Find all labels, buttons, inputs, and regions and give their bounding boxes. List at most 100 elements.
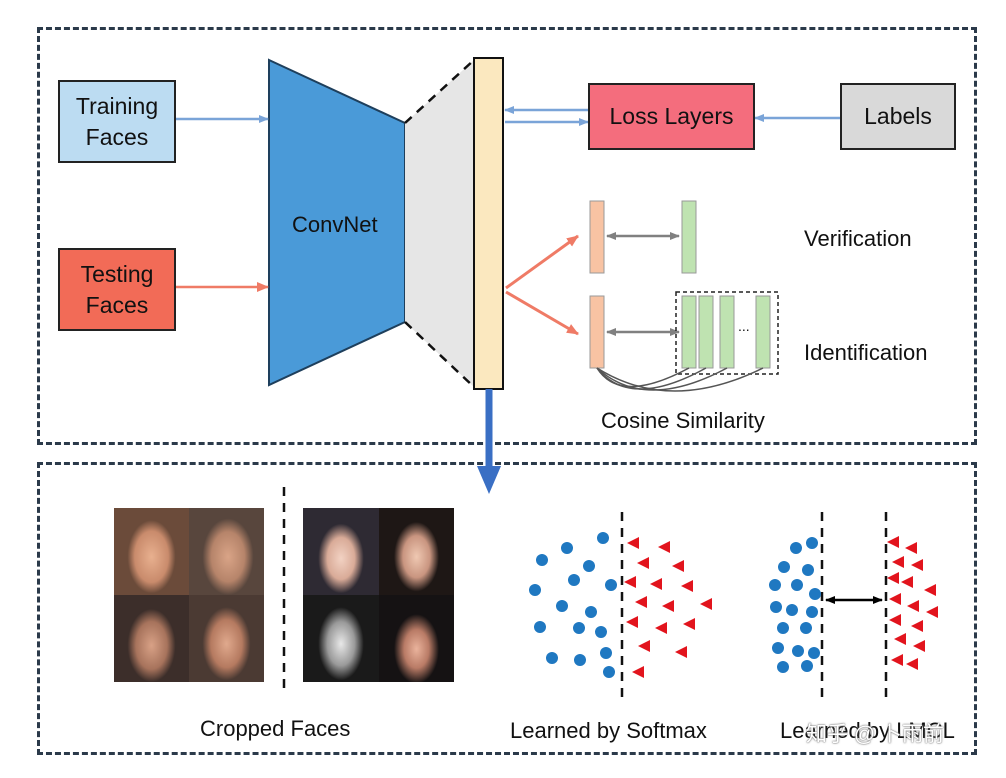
- feature-triangle: [913, 640, 925, 652]
- feature-dot: [583, 560, 595, 572]
- feature-dot: [777, 622, 789, 634]
- feature-triangle: [905, 542, 917, 554]
- cosine-curves: [596, 367, 764, 392]
- feature-dot: [808, 647, 820, 659]
- cropped-faces-label: Cropped Faces: [200, 716, 351, 741]
- feature-dot: [792, 645, 804, 657]
- feature-triangle: [906, 658, 918, 670]
- feature-dot: [769, 579, 781, 591]
- feature-dot: [806, 606, 818, 618]
- verification-gallery: [681, 200, 697, 274]
- loss-layers-label: Loss Layers: [609, 103, 734, 129]
- feature-triangle: [627, 537, 639, 549]
- testing-faces-label: Testing Faces: [80, 260, 154, 318]
- training-faces-label: Training Faces: [75, 92, 159, 150]
- feature-dot: [573, 622, 585, 634]
- feature-dot: [597, 532, 609, 544]
- feature-triangle: [632, 666, 644, 678]
- feature-dot: [809, 588, 821, 600]
- lmcl-label: Learned by LMCL: [780, 718, 955, 743]
- cosine-similarity-label: Cosine Similarity: [601, 408, 765, 433]
- training-faces-box: Training Faces: [58, 80, 176, 163]
- feature-dot: [585, 606, 597, 618]
- feature-triangle: [924, 584, 936, 596]
- gallery-ellipsis: ...: [738, 318, 750, 334]
- face-photo: [379, 595, 454, 682]
- lmcl-class-a: [769, 537, 821, 673]
- feature-dot: [568, 574, 580, 586]
- feature-dot: [778, 561, 790, 573]
- feature-triangle: [887, 536, 899, 548]
- bottom-panel: [37, 462, 977, 755]
- feature-triangle: [635, 596, 647, 608]
- softmax-class-a: [529, 532, 617, 678]
- testing-faces-box: Testing Faces: [58, 248, 176, 331]
- feature-dot: [772, 642, 784, 654]
- feature-dot: [777, 661, 789, 673]
- identification-arrow: [505, 290, 579, 336]
- verification-probe: [589, 200, 605, 274]
- verification-arrow: [505, 234, 579, 290]
- identification-probe: [589, 295, 605, 369]
- feature-dot: [802, 564, 814, 576]
- feature-dot: [600, 647, 612, 659]
- verification-label: Verification: [804, 226, 912, 251]
- face-photo: [114, 508, 189, 595]
- feature-dot: [529, 584, 541, 596]
- feature-dot: [801, 660, 813, 672]
- feature-dot: [790, 542, 802, 554]
- feature-triangle: [891, 654, 903, 666]
- feature-dot: [786, 604, 798, 616]
- feature-triangle: [655, 622, 667, 634]
- feature-triangle: [675, 646, 687, 658]
- feature-dot: [536, 554, 548, 566]
- feature-triangle: [907, 600, 919, 612]
- feature-triangle: [658, 541, 670, 553]
- expansion-shape: [405, 60, 474, 387]
- feature-triangle: [887, 572, 899, 584]
- face-photo: [189, 595, 264, 682]
- feature-dot: [534, 621, 546, 633]
- feature-dot: [556, 600, 568, 612]
- feature-triangle: [889, 593, 901, 605]
- feature-triangle: [700, 598, 712, 610]
- gallery-item: [719, 295, 735, 369]
- feature-triangle: [681, 580, 693, 592]
- feature-triangle: [911, 559, 923, 571]
- feature-triangle: [624, 576, 636, 588]
- lmcl-class-b: [887, 536, 938, 670]
- feature-triangle: [650, 578, 662, 590]
- feature-vector: [473, 57, 504, 390]
- face-photo: [303, 595, 379, 682]
- gallery-item: [755, 295, 771, 369]
- feature-dot: [605, 579, 617, 591]
- feature-dot: [806, 537, 818, 549]
- feature-dot: [603, 666, 615, 678]
- down-arrow: [477, 466, 501, 494]
- softmax-label: Learned by Softmax: [510, 718, 707, 743]
- feature-dot: [574, 654, 586, 666]
- face-photo: [303, 508, 379, 595]
- watermark: 知乎 @ 卜雨前: [806, 723, 944, 746]
- labels-label: Labels: [864, 103, 932, 129]
- feature-dot: [595, 626, 607, 638]
- feature-dot: [546, 652, 558, 664]
- face-photo: [114, 595, 189, 682]
- feature-triangle: [638, 640, 650, 652]
- feature-triangle: [892, 556, 904, 568]
- feature-triangle: [662, 600, 674, 612]
- feature-dot: [800, 622, 812, 634]
- feature-dot: [770, 601, 782, 613]
- gallery-group: [675, 291, 779, 375]
- feature-triangle: [911, 620, 923, 632]
- feature-triangle: [926, 606, 938, 618]
- feature-triangle: [889, 614, 901, 626]
- identification-label: Identification: [804, 340, 928, 365]
- feature-triangle: [894, 633, 906, 645]
- labels-box: Labels: [840, 83, 956, 150]
- feature-triangle: [683, 618, 695, 630]
- convnet-label: ConvNet: [292, 212, 378, 237]
- feature-triangle: [901, 576, 913, 588]
- face-photo: [379, 508, 454, 595]
- feature-dot: [561, 542, 573, 554]
